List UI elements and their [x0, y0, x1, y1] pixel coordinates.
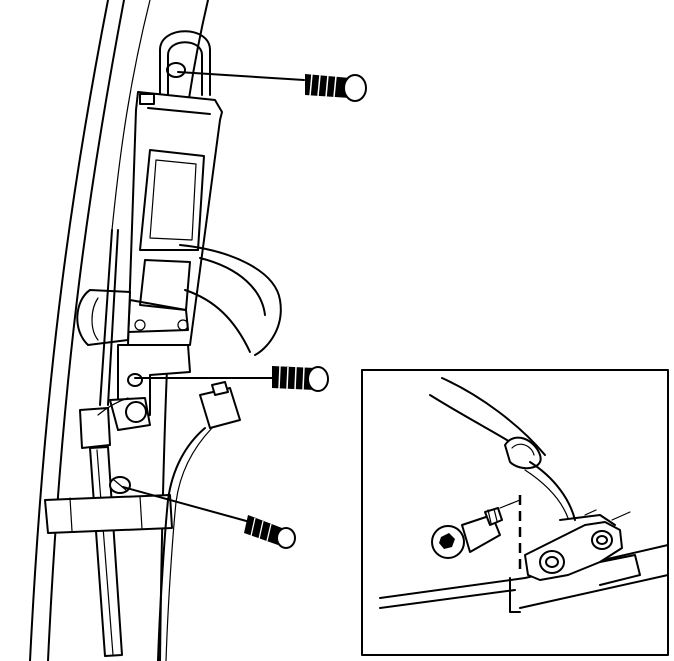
socket-head-bolt [431, 507, 503, 559]
hose-clamp [429, 377, 576, 521]
leader-line [499, 499, 521, 509]
wiper-arm [79, 229, 151, 657]
detail-inset [361, 369, 669, 656]
middle-bolt [134, 365, 329, 392]
technician-hand [179, 244, 282, 356]
upper-slot-housing [159, 30, 211, 96]
lower-screw [122, 486, 296, 549]
upper-bolt [177, 71, 367, 102]
lower-clip-rail [44, 476, 173, 534]
base-rail [379, 544, 669, 613]
motor-bracket [76, 91, 223, 421]
cable-connector [157, 381, 241, 661]
pivot-bracket [524, 509, 641, 586]
